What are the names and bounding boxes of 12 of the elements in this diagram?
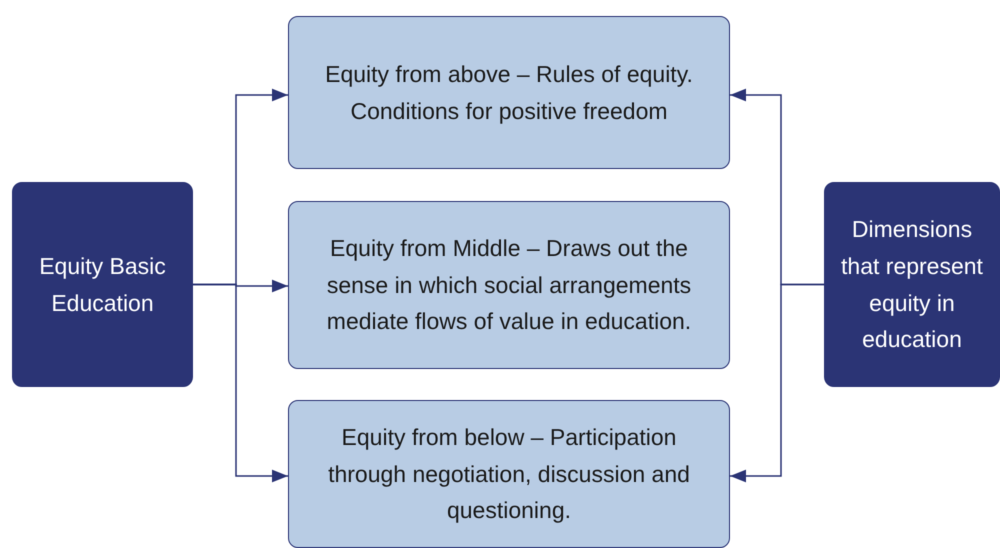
box-text: Dimensions that represent equity in education <box>840 214 984 354</box>
box-text: Equity from Middle – Draws out the sense in which social arrangements mediate flows of value in education. <box>326 234 692 336</box>
process-box <box>288 400 730 548</box>
box-text: Equity Basic Education <box>38 252 167 318</box>
category-box <box>824 182 1000 387</box>
process-box <box>288 16 730 169</box>
arrow <box>193 284 288 482</box>
category-box <box>12 182 193 387</box>
process-box <box>288 201 730 369</box>
box-text: Equity from above – Rules of equity. Conditions for positive freedom <box>324 60 694 126</box>
box-text: Equity from below – Participation through negotiation, discussion and questioning. <box>327 422 691 526</box>
arrow <box>730 284 824 482</box>
